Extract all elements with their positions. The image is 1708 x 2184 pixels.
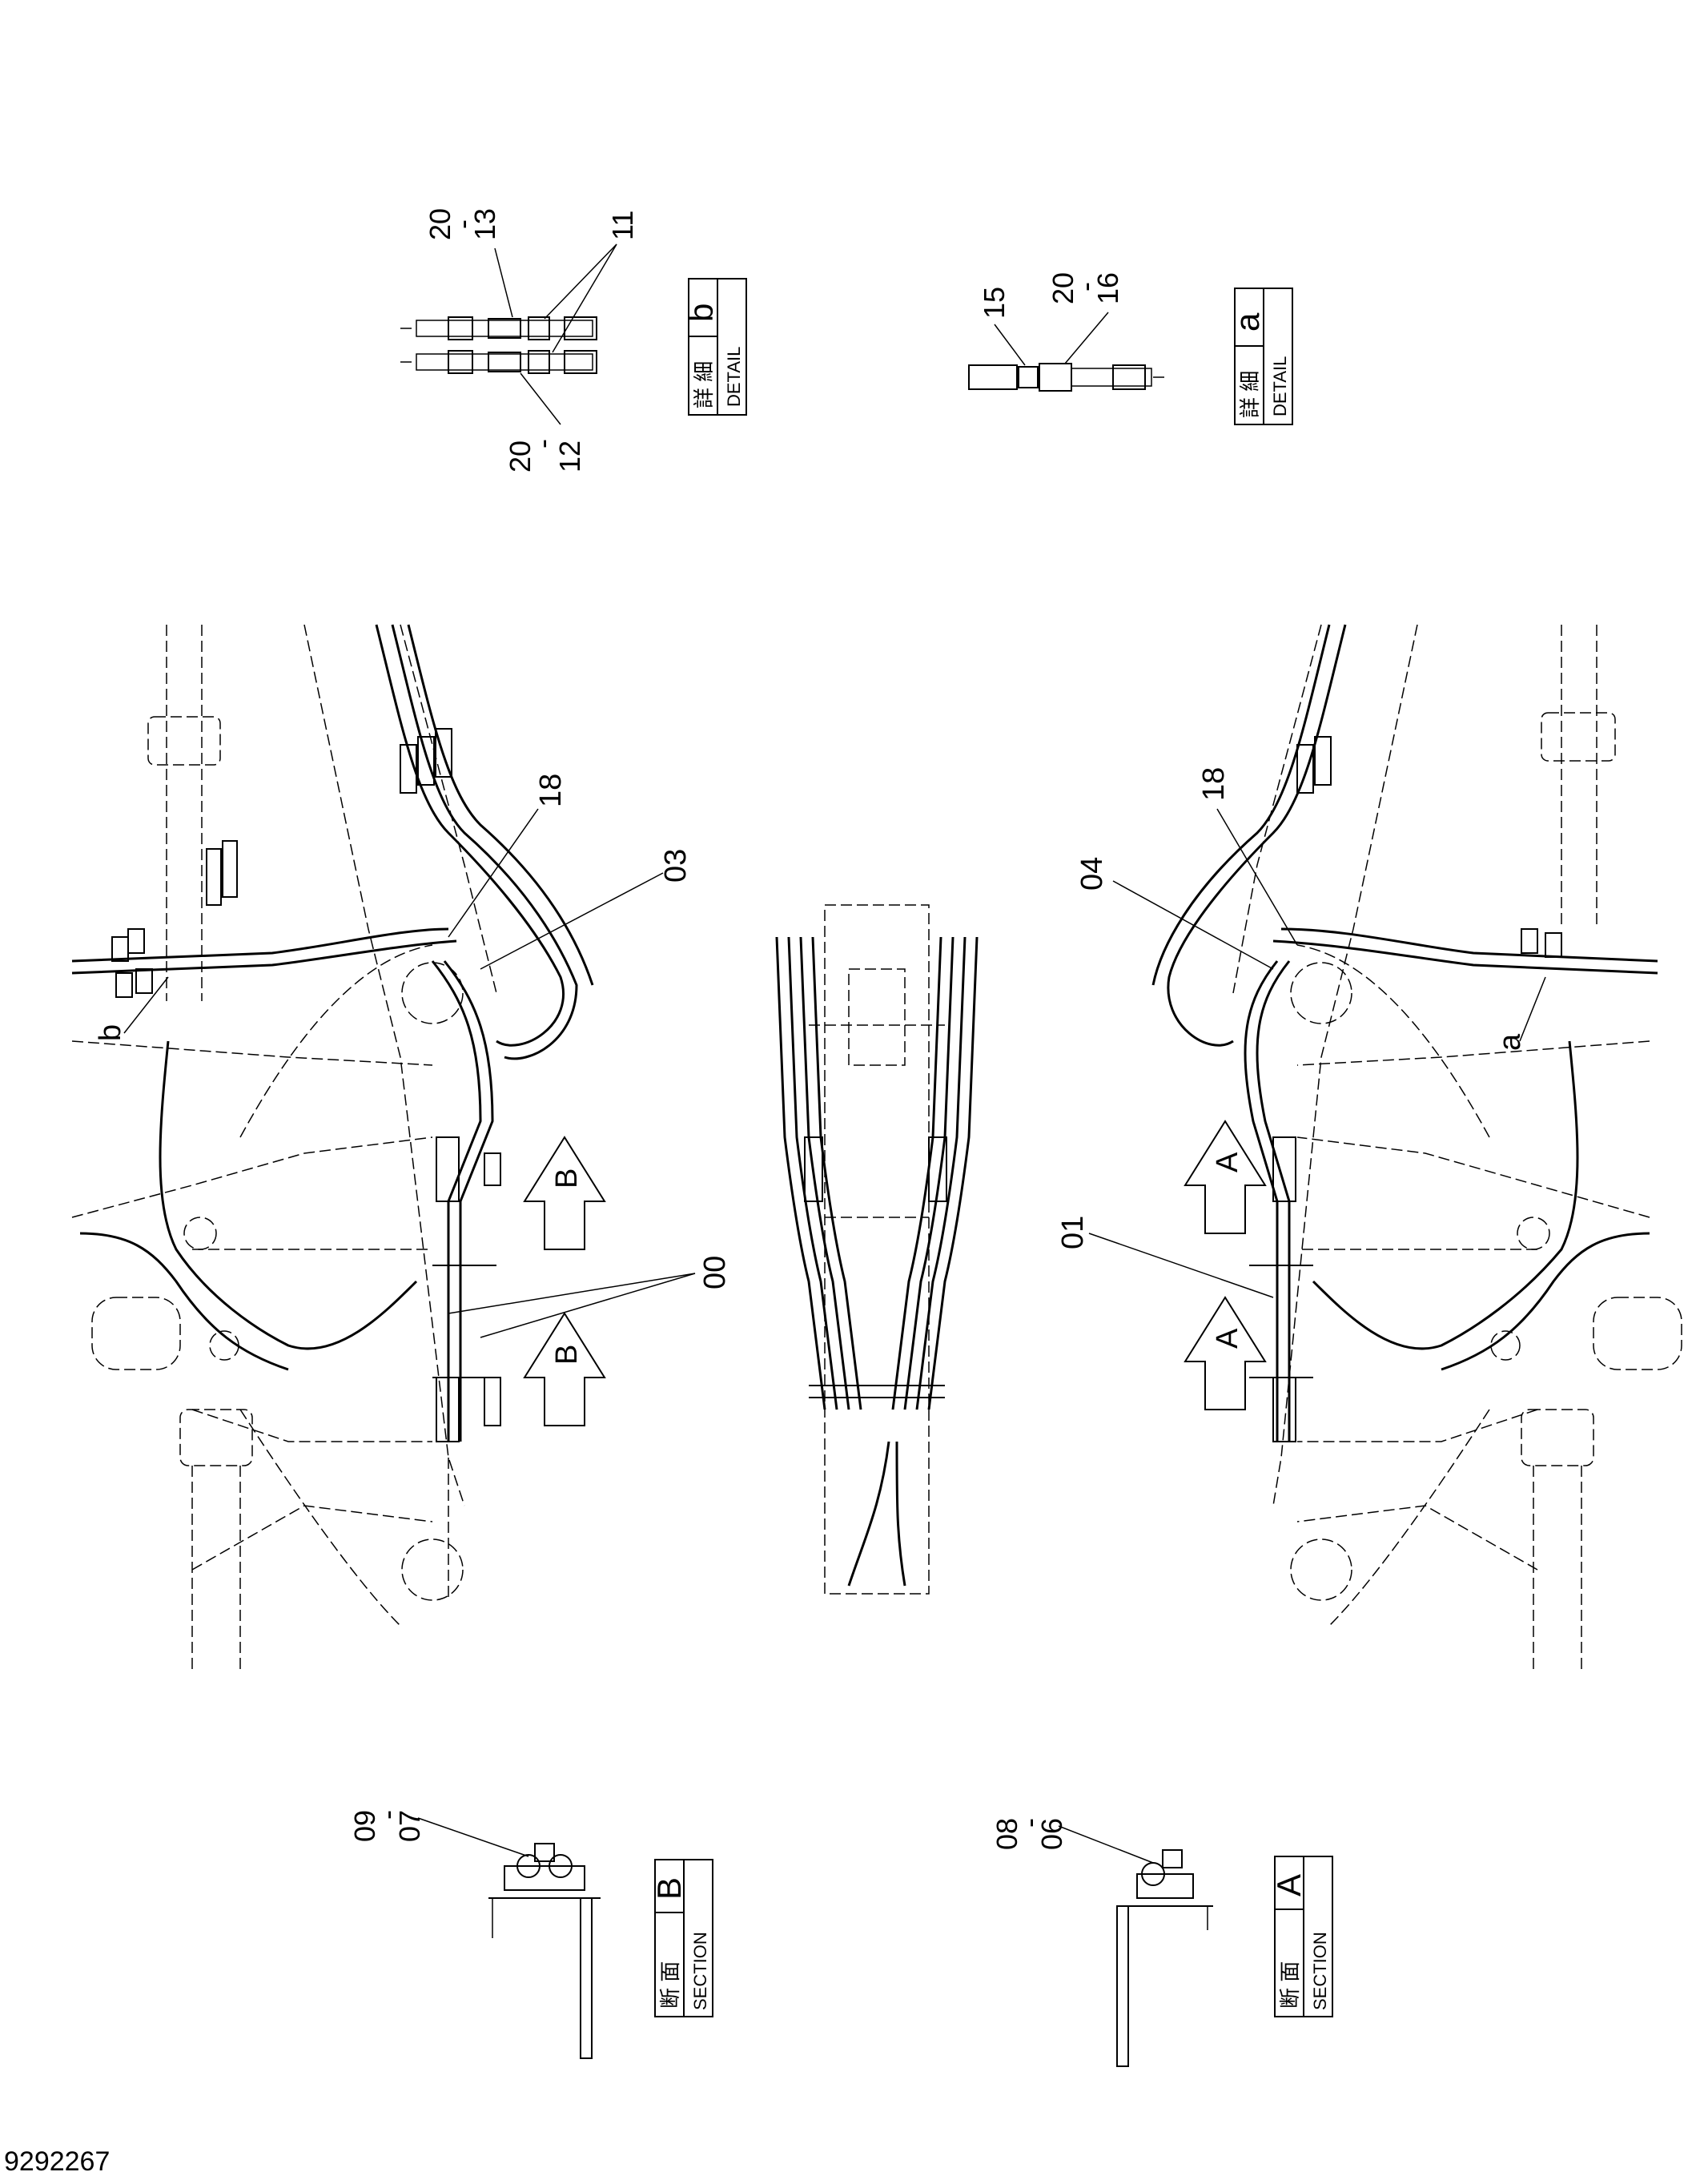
svg-text:-: - (1069, 282, 1102, 292)
callout-08-06: 08 (991, 1818, 1023, 1850)
arrow-a-lower-letter: A (1211, 1328, 1244, 1349)
section-b-callouts: 09 - 07 (348, 1810, 529, 1857)
detail-b-jp: 詳 細 (692, 361, 716, 408)
center-arm-view (775, 904, 979, 1595)
right-callouts: 18 04 a 01 (1056, 767, 1546, 1298)
right-section-arrow-upper: A (1184, 1120, 1267, 1234)
detail-b-title-box: 詳 細 DETAIL b (682, 278, 747, 416)
svg-text:-: - (371, 1810, 404, 1820)
callout-01: 01 (1056, 1216, 1090, 1249)
section-b-letter: B (650, 1877, 688, 1900)
arrow-a-upper-letter: A (1211, 1152, 1244, 1172)
detail-a-callouts: 15 20 - 16 (978, 272, 1124, 366)
detail-b-en: DETAIL (724, 347, 744, 407)
center-hoses (775, 936, 979, 1587)
callout-a: a (1493, 1033, 1527, 1051)
section-b: 09 - 07 断 面 SECTION B (348, 1810, 713, 2059)
document-number: 9292267 (4, 2146, 111, 2177)
section-b-title-box: 断 面 SECTION B (650, 1859, 713, 2017)
right-cylinder (1521, 625, 1682, 1674)
detail-b: 20 - 13 11 20 - 12 詳 細 DETAIL b (400, 208, 747, 473)
section-a-title-box: 断 面 SECTION A (1270, 1856, 1333, 2017)
callout-18-left: 18 (534, 774, 568, 807)
detail-a-fittings (968, 363, 1169, 392)
svg-text:07: 07 (393, 1810, 426, 1842)
detail-b-callouts: 20 - 13 11 20 - 12 (424, 208, 639, 473)
callout-20-12: 20 (504, 440, 537, 473)
arrow-b-lower-letter: B (550, 1345, 584, 1365)
detail-a-letter: a (1228, 312, 1266, 332)
detail-a-jp: 詳 細 (1238, 371, 1262, 418)
svg-text:-: - (446, 219, 479, 229)
left-boom-outline (71, 624, 497, 1627)
callout-04: 04 (1075, 857, 1109, 891)
section-a-jp: 断 面 (1278, 1961, 1302, 2009)
right-section-arrow-lower: A (1184, 1296, 1267, 1410)
section-b-en: SECTION (690, 1932, 710, 2010)
detail-a-title-box: 詳 細 DETAIL a (1228, 288, 1293, 425)
svg-text:-: - (526, 439, 559, 448)
callout-b: b (94, 1024, 127, 1041)
detail-a-en: DETAIL (1270, 356, 1290, 416)
callout-18-right: 18 (1197, 767, 1231, 801)
callout-09-07: 09 (348, 1810, 381, 1842)
callout-00: 00 (698, 1256, 732, 1289)
svg-text:13: 13 (468, 208, 501, 240)
svg-text:06: 06 (1035, 1818, 1068, 1850)
section-a-letter: A (1270, 1874, 1308, 1896)
callout-11: 11 (606, 211, 639, 240)
left-callouts: 18 03 b 00 (94, 774, 732, 1338)
section-b-clamp (488, 1843, 601, 2059)
section-a-en: SECTION (1310, 1932, 1330, 2010)
detail-a: 15 20 - 16 詳 細 DETAIL a (968, 272, 1293, 425)
callout-20-16: 20 (1047, 272, 1079, 304)
left-section-arrow-lower: B (523, 1312, 606, 1426)
left-boom-view: 18 03 b 00 B B (71, 624, 732, 1674)
right-hoses (1151, 624, 1658, 1442)
detail-b-fittings (400, 316, 597, 374)
section-a-callouts: 08 - 06 (991, 1818, 1154, 1864)
svg-text:-: - (1013, 1818, 1046, 1828)
right-boom-view: 18 04 a 01 A A (1056, 624, 1682, 1674)
svg-text:12: 12 (553, 440, 586, 473)
section-a: 08 - 06 断 面 SECTION A (991, 1818, 1333, 2067)
callout-20-13: 20 (424, 208, 456, 240)
left-hoses (71, 624, 594, 1442)
arrow-b-upper-letter: B (550, 1168, 584, 1189)
callout-15: 15 (978, 287, 1011, 319)
left-section-arrow-upper: B (523, 1136, 606, 1250)
detail-b-letter: b (682, 304, 720, 322)
svg-text:16: 16 (1091, 272, 1124, 304)
left-cylinder (91, 625, 253, 1674)
right-boom-outline (1232, 624, 1650, 1627)
section-a-clamp (1116, 1849, 1213, 2067)
section-b-jp: 断 面 (658, 1961, 682, 2009)
callout-03: 03 (659, 849, 693, 883)
